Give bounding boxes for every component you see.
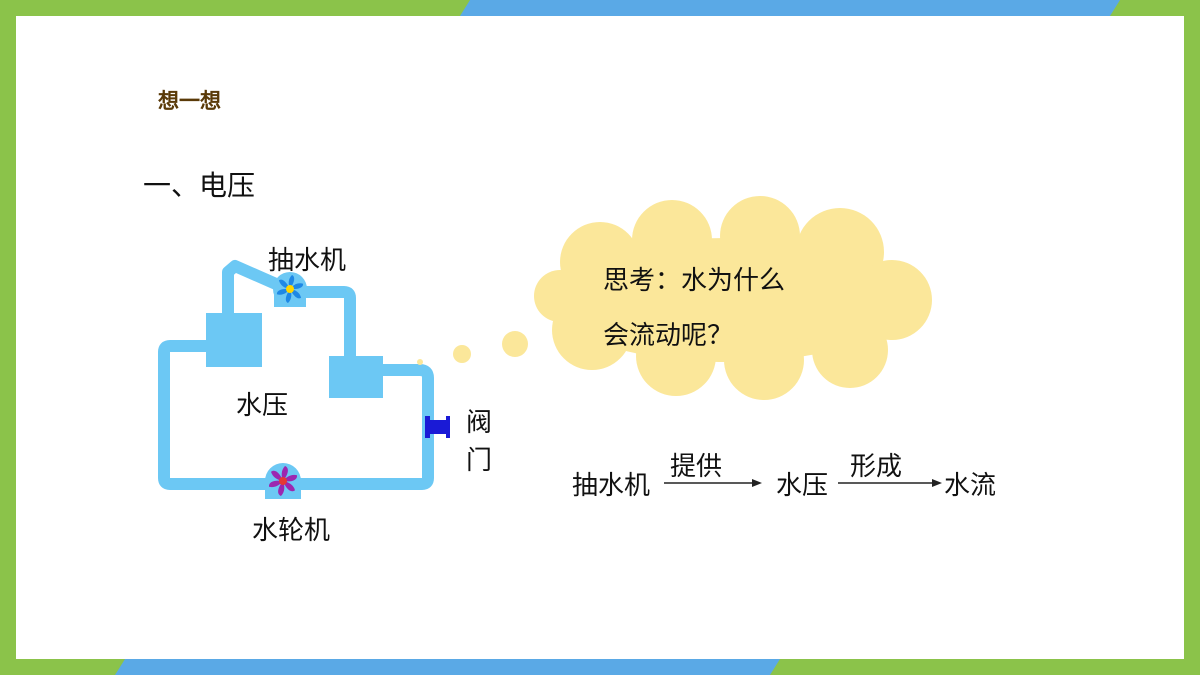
valve-label-line1: 阀 <box>466 408 493 438</box>
thought-dot-large <box>502 331 528 357</box>
thought-dot-medium <box>453 345 471 363</box>
valve-icon <box>425 416 450 438</box>
thought-line-1: 思考：水为什么 <box>603 266 786 296</box>
pump-right-pipe <box>296 286 356 366</box>
pump-icon <box>273 272 307 307</box>
frame-top-blue-band <box>460 0 1120 16</box>
flow-step-pump: 抽水机 <box>572 471 651 501</box>
thought-dot-small <box>417 359 423 365</box>
frame-bottom-blue-band <box>115 659 780 675</box>
flow-step-water-flow: 水流 <box>944 471 997 501</box>
right-water-tank <box>329 356 383 398</box>
pump-label: 抽水机 <box>268 246 347 276</box>
thought-cloud <box>417 196 932 400</box>
left-loop-pipe <box>158 340 272 490</box>
flow-arrows <box>664 479 942 487</box>
turbine-icon <box>265 463 301 499</box>
slide-heading: 想一想 <box>158 89 221 113</box>
left-water-tank <box>206 313 262 367</box>
valve-label-line2: 门 <box>466 446 493 476</box>
flow-arrow-label-form: 形成 <box>850 452 903 482</box>
turbine-label: 水轮机 <box>252 516 331 546</box>
thought-line-2: 会流动呢？ <box>603 321 734 351</box>
water-pressure-label: 水压 <box>236 391 289 421</box>
flow-arrow-label-provide: 提供 <box>670 452 723 482</box>
flow-step-pressure: 水压 <box>776 471 829 501</box>
section-title: 一、电压 <box>143 169 256 202</box>
pump-left-pipe <box>222 260 282 322</box>
